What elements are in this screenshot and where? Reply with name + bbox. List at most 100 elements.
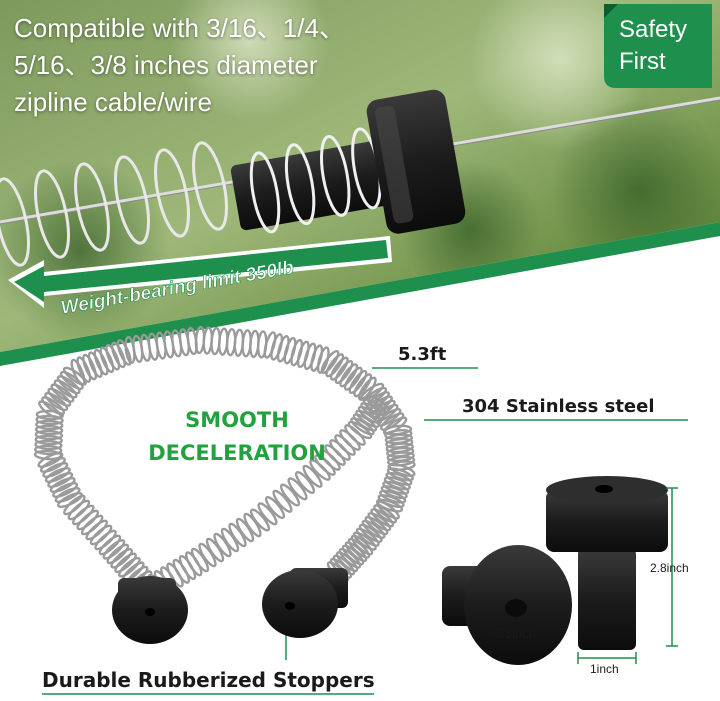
spring-coil: [294, 470, 316, 495]
spring-coil: [287, 477, 308, 501]
stopper-side-view: [442, 545, 572, 665]
spring-coil: [82, 353, 98, 381]
spring-coil: [76, 509, 100, 531]
spring-coil: [377, 494, 405, 509]
spring-coil: [357, 376, 377, 401]
width-label: 1inch: [590, 662, 619, 676]
spring-coil: [353, 373, 373, 398]
height-label: 2.8inch: [650, 561, 689, 575]
spring-coil: [53, 379, 78, 399]
spring-coil: [56, 375, 81, 395]
spring-coil: [63, 494, 86, 516]
spring-coil: [352, 531, 377, 551]
spring-coil: [325, 353, 345, 378]
spring-coil: [56, 492, 84, 508]
banner-stopper: [230, 89, 466, 234]
safety-badge: [604, 4, 712, 88]
stopper-standing: [546, 476, 668, 650]
spring-coil: [329, 356, 349, 381]
spring-coil: [67, 499, 91, 521]
spring-coil: [47, 387, 72, 407]
banner-spring: [0, 141, 228, 267]
spring-coil: [249, 508, 271, 532]
spring-coil: [358, 523, 383, 543]
spring-coil: [370, 508, 395, 528]
spring-coil: [105, 344, 121, 371]
spring-coil: [382, 416, 408, 436]
spring-coil: [50, 383, 75, 403]
spring-coil: [106, 543, 130, 565]
spring-coil: [39, 457, 66, 473]
spring-coil: [385, 471, 413, 486]
compatibility-line: zipline cable/wire: [14, 87, 212, 117]
deceleration-line: DECELERATION: [148, 441, 326, 465]
spring-coil: [116, 339, 132, 366]
stoppers-label: Durable Rubberized Stoppers: [42, 668, 375, 692]
spring-coil: [89, 524, 113, 546]
spring-coil: [34, 444, 63, 456]
dimension-lines: [577, 487, 678, 664]
spring-coil: [85, 519, 108, 541]
spring-coil: [102, 539, 126, 560]
safety-badge-line: First: [619, 48, 666, 75]
spring-coil: [380, 412, 405, 431]
spring-coil: [34, 429, 64, 441]
spring-coil: [52, 482, 79, 498]
spring-coil: [44, 467, 71, 483]
spring-coil: [272, 489, 293, 513]
spring-coil: [386, 467, 414, 482]
spring-coil: [72, 504, 95, 526]
spring-coil: [383, 476, 411, 491]
spring-coil: [264, 495, 286, 520]
spring-coil: [302, 464, 323, 488]
banner-photo: [0, 0, 720, 352]
hole-diameter-label: 3/8inch: [494, 626, 536, 641]
safety-badge-line: Safety: [619, 16, 688, 43]
spring-coil: [343, 366, 363, 391]
spring-coil: [359, 382, 385, 402]
spring-coil: [59, 370, 84, 390]
spring-coil: [35, 409, 64, 421]
spring-coil: [373, 504, 398, 524]
spring-coil: [362, 398, 388, 417]
material-label: 304 Stainless steel: [462, 396, 655, 417]
spring-coil: [33, 449, 63, 461]
spring-coil: [37, 452, 64, 468]
spring-coil: [380, 485, 408, 500]
spring-coil: [94, 529, 117, 551]
weight-limit-label: Weight-bearing limit 350lb: [59, 257, 296, 319]
spring-coil: [44, 392, 69, 412]
spring-coil: [42, 462, 69, 478]
spring-coil: [76, 356, 92, 383]
spring-coil: [388, 463, 416, 477]
spring-coil: [41, 396, 66, 416]
spring-coil: [34, 434, 63, 446]
spring-coil: [99, 346, 115, 374]
spring-coil: [348, 369, 368, 395]
spring-coil: [110, 341, 126, 369]
spring-coil: [279, 483, 301, 507]
spring-coil: [114, 552, 137, 574]
spring-coil: [49, 477, 76, 493]
deceleration-heading: SMOOTH DECELERATION: [148, 404, 326, 470]
deceleration-line: SMOOTH: [185, 408, 289, 432]
spring-coil: [70, 358, 86, 386]
spring-coil: [38, 400, 62, 420]
spring-coil: [110, 548, 134, 569]
compatibility-note: Compatible with 3/16、1/4、 5/16、3/8 inche…: [14, 10, 345, 121]
spring-coil: [34, 439, 63, 451]
spring-coil: [257, 502, 278, 526]
spring-coil: [118, 556, 141, 578]
spring-coil: [80, 514, 104, 536]
spring-coil: [87, 351, 103, 378]
spring-coil: [35, 419, 64, 431]
spring-coil: [34, 424, 64, 436]
left-stopper: [112, 576, 188, 644]
coil-spring: [33, 325, 416, 603]
safety-badge-text: Safety First: [619, 14, 687, 78]
spring-coil: [98, 534, 122, 556]
spring-coil: [364, 516, 389, 536]
